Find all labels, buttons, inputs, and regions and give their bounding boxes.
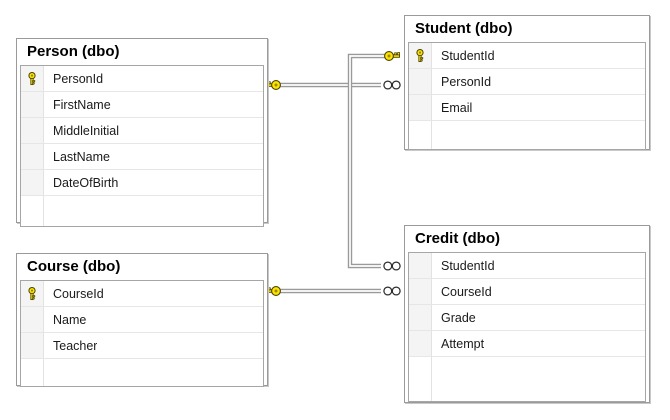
- table-row[interactable]: Teacher: [21, 333, 263, 359]
- column-name: PersonId: [53, 71, 104, 86]
- row-gutter: [21, 359, 44, 386]
- column-name: Name: [53, 312, 87, 327]
- row-gutter: [21, 196, 44, 226]
- relationship-course-credit[interactable]: [264, 286, 401, 296]
- relationship-student-credit[interactable]: [347, 51, 401, 271]
- relationship-person-student[interactable]: [264, 80, 401, 90]
- row-gutter: [409, 43, 432, 68]
- infinity-icon: [383, 261, 401, 271]
- table-title: Person (dbo): [17, 39, 267, 65]
- table-row[interactable]: CourseId: [409, 279, 645, 305]
- column-name: FirstName: [53, 97, 111, 112]
- table-title: Course (dbo): [17, 254, 267, 280]
- row-gutter: [21, 333, 44, 358]
- column-name: Teacher: [53, 338, 98, 353]
- key-icon: [28, 71, 36, 85]
- row-gutter: [21, 118, 44, 143]
- column-name: Attempt: [441, 336, 485, 351]
- row-gutter: [409, 305, 432, 330]
- row-gutter: [409, 331, 432, 356]
- infinity-icon: [383, 80, 401, 90]
- column-name: CourseId: [53, 286, 104, 301]
- row-gutter: [409, 121, 432, 149]
- table-row[interactable]: PersonId: [21, 66, 263, 92]
- table-row[interactable]: FirstName: [21, 92, 263, 118]
- table-row[interactable]: CourseId: [21, 281, 263, 307]
- table-row[interactable]: Name: [21, 307, 263, 333]
- table-row[interactable]: StudentId: [409, 253, 645, 279]
- row-gutter: [409, 69, 432, 94]
- table-row[interactable]: MiddleInitial: [21, 118, 263, 144]
- column-name: Grade: [441, 310, 476, 325]
- column-name: StudentId: [441, 48, 495, 63]
- key-icon: [416, 48, 424, 62]
- row-gutter: [409, 279, 432, 304]
- table-row[interactable]: Attempt: [409, 331, 645, 357]
- column-name: Email: [441, 100, 473, 115]
- table-row[interactable]: PersonId: [409, 69, 645, 95]
- column-name: MiddleInitial: [53, 123, 120, 138]
- row-gutter: [409, 357, 432, 401]
- table-title: Student (dbo): [405, 16, 649, 42]
- table-title: Credit (dbo): [405, 226, 649, 252]
- key-icon: [28, 286, 36, 300]
- empty-row[interactable]: [21, 359, 263, 386]
- empty-row[interactable]: [409, 121, 645, 149]
- row-gutter: [21, 170, 44, 195]
- row-gutter: [21, 92, 44, 117]
- empty-row[interactable]: [409, 357, 645, 401]
- empty-row[interactable]: [21, 196, 263, 226]
- table-row[interactable]: StudentId: [409, 43, 645, 69]
- column-name: PersonId: [441, 74, 492, 89]
- column-name: CourseId: [441, 284, 492, 299]
- table-row[interactable]: LastName: [21, 144, 263, 170]
- row-gutter: [21, 66, 44, 91]
- infinity-icon: [383, 286, 401, 296]
- column-name: StudentId: [441, 258, 495, 273]
- row-gutter: [409, 95, 432, 120]
- table-row[interactable]: DateOfBirth: [21, 170, 263, 196]
- key-icon: [384, 51, 401, 61]
- row-gutter: [21, 144, 44, 169]
- row-gutter: [21, 307, 44, 332]
- row-gutter: [21, 281, 44, 306]
- row-gutter: [409, 253, 432, 278]
- column-name: LastName: [53, 149, 110, 164]
- column-name: DateOfBirth: [53, 175, 119, 190]
- table-row[interactable]: Grade: [409, 305, 645, 331]
- table-row[interactable]: Email: [409, 95, 645, 121]
